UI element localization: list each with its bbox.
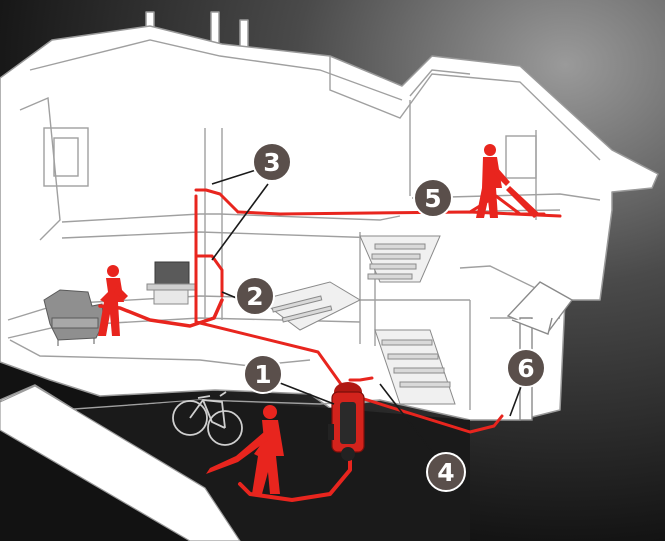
- callout-label-2: 2: [246, 282, 263, 311]
- central-vacuum-unit: [328, 382, 364, 461]
- callout-label-6: 6: [517, 354, 534, 383]
- callout-badge-4: 4: [427, 453, 465, 491]
- callout-label-1: 1: [254, 360, 271, 389]
- callout-label-3: 3: [263, 148, 280, 177]
- callout-badge-3: 3: [253, 143, 291, 181]
- callout-label-5: 5: [424, 184, 441, 213]
- callout-badge-1: 1: [244, 355, 282, 393]
- callout-badge-5: 5: [414, 179, 452, 217]
- callout-badge-2: 2: [236, 277, 274, 315]
- callout-badge-6: 6: [507, 349, 545, 387]
- callout-label-4: 4: [437, 458, 454, 487]
